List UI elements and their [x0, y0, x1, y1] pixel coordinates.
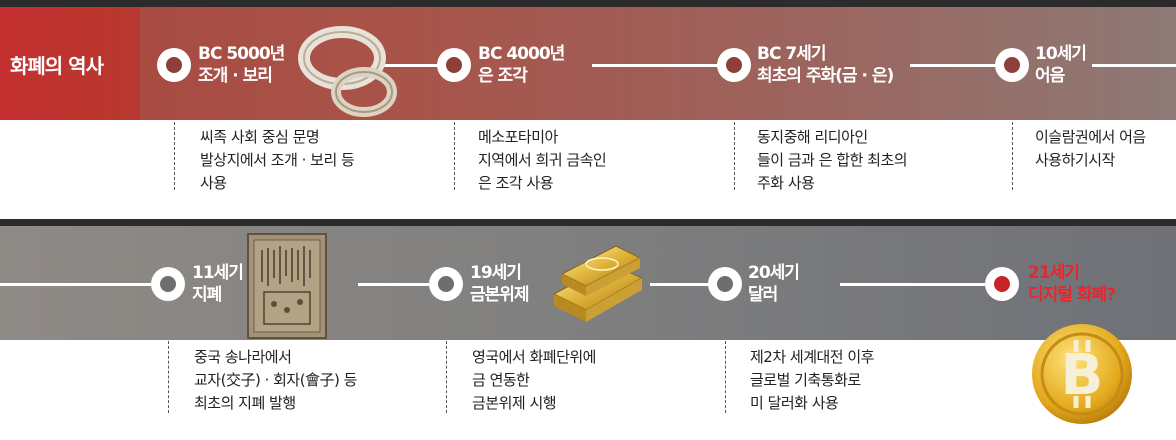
era-year: 10세기	[1035, 44, 1087, 64]
era-label: BC 4000년 은 조각	[478, 43, 565, 87]
timeline-line	[0, 283, 152, 286]
timeline-line	[1092, 64, 1176, 67]
timeline-node-future	[985, 267, 1019, 301]
gold-bar-image	[552, 245, 644, 322]
banknote-image	[247, 233, 327, 339]
timeline-node	[151, 267, 185, 301]
timeline-node	[995, 48, 1029, 82]
connector-dash	[168, 341, 169, 413]
era-label: 20세기 달러	[748, 262, 800, 306]
connector-dash	[446, 341, 447, 413]
era-item: 디지털 화폐?	[1028, 285, 1116, 305]
era-item: 최초의 주화(금 · 은)	[757, 66, 894, 86]
era-description: 제2차 세계대전 이후 글로벌 기축통화로 미 달러화 사용	[750, 346, 874, 415]
desc-line: 발상지에서 조개 · 보리 등	[200, 151, 355, 169]
desc-line: 금본위제 시행	[472, 394, 557, 412]
desc-line: 글로벌 기축통화로	[750, 371, 861, 389]
timeline-line	[358, 283, 432, 286]
bitcoin-coin-image: B	[1032, 324, 1132, 424]
divider-bar	[0, 219, 1176, 226]
era-description: 동지중해 리디아인 들이 금과 은 합한 최초의 주화 사용	[757, 126, 908, 195]
desc-line: 주화 사용	[757, 174, 815, 192]
timeline-node	[437, 48, 471, 82]
desc-line: 금 연동한	[472, 371, 530, 389]
desc-line: 동지중해 리디아인	[757, 128, 868, 146]
timeline-line	[840, 283, 985, 286]
era-label: BC 7세기 최초의 주화(금 · 은)	[757, 43, 894, 87]
timeline-node	[429, 267, 463, 301]
connector-dash	[734, 122, 735, 190]
era-description: 중국 송나라에서 교자(交子) · 회자(會子) 등 최초의 지폐 발행	[194, 346, 357, 415]
timeline-node	[157, 48, 191, 82]
era-year: 11세기	[192, 263, 244, 283]
timeline-line	[910, 64, 998, 67]
desc-line: 교자(交子) · 회자(會子) 등	[194, 371, 357, 389]
title-block	[0, 7, 140, 120]
era-label: 11세기 지폐	[192, 262, 244, 306]
era-year: 19세기	[470, 263, 522, 283]
svg-text:B: B	[1061, 343, 1104, 408]
timeline-node	[717, 48, 751, 82]
connector-dash	[174, 122, 175, 190]
era-description: 영국에서 화폐단위에 금 연동한 금본위제 시행	[472, 346, 596, 415]
desc-line: 제2차 세계대전 이후	[750, 348, 874, 366]
desc-line: 최초의 지폐 발행	[194, 394, 296, 412]
timeline-band-ancient	[0, 7, 1176, 120]
era-item: 은 조각	[478, 66, 528, 86]
desc-line: 씨족 사회 중심 문명	[200, 128, 320, 146]
desc-line: 이슬람권에서 어음	[1035, 128, 1146, 146]
era-year: 20세기	[748, 263, 800, 283]
desc-line: 메소포타미아	[478, 128, 558, 146]
era-label: 19세기 금본위제	[470, 262, 530, 306]
era-item: 금본위제	[470, 285, 530, 305]
desc-line: 영국에서 화폐단위에	[472, 348, 596, 366]
era-item: 조개 · 보리	[198, 66, 273, 86]
shell-ring-image	[298, 26, 397, 117]
era-year: BC 7세기	[757, 44, 826, 64]
desc-line: 들이 금과 은 합한 최초의	[757, 151, 908, 169]
page-title: 화폐의 역사	[10, 54, 104, 78]
desc-line: 미 달러화 사용	[750, 394, 839, 412]
desc-line: 사용하기시작	[1035, 151, 1115, 169]
timeline-node	[708, 267, 742, 301]
timeline-line	[592, 64, 720, 67]
connector-dash	[454, 122, 455, 190]
timeline-line	[650, 283, 710, 286]
desc-line: 중국 송나라에서	[194, 348, 292, 366]
connector-dash	[725, 341, 726, 413]
era-description: 이슬람권에서 어음 사용하기시작	[1035, 126, 1146, 172]
timeline-line	[380, 64, 440, 67]
era-description: 메소포타미아 지역에서 희귀 금속인 은 조각 사용	[478, 126, 607, 195]
era-item: 달러	[748, 285, 778, 305]
era-label: BC 5000년 조개 · 보리	[198, 43, 285, 87]
era-item: 어음	[1035, 66, 1065, 86]
top-border	[0, 0, 1176, 7]
desc-line: 지역에서 희귀 금속인	[478, 151, 607, 169]
desc-line: 사용	[200, 174, 227, 192]
era-year: 21세기	[1028, 263, 1080, 283]
era-year: BC 4000년	[478, 44, 565, 64]
era-item: 지폐	[192, 285, 222, 305]
era-description: 씨족 사회 중심 문명 발상지에서 조개 · 보리 등 사용	[200, 126, 355, 195]
connector-dash	[1012, 122, 1013, 190]
era-label-future: 21세기 디지털 화폐?	[1028, 262, 1116, 306]
era-year: BC 5000년	[198, 44, 285, 64]
era-label: 10세기 어음	[1035, 43, 1087, 87]
desc-line: 은 조각 사용	[478, 174, 554, 192]
